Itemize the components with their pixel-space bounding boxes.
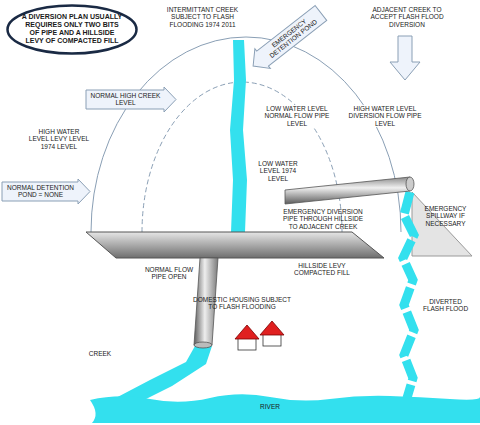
node-text: EMERGENCY DETENTION POND <box>260 10 322 63</box>
node-text: A DIVERSION PLAN USUALLY REQUIRES ONLY T… <box>21 13 123 45</box>
diverted-flood-water <box>403 192 414 398</box>
house-body <box>263 334 281 346</box>
diversion-pipe <box>285 177 410 204</box>
spillway-triangle <box>412 192 472 256</box>
pointer-arrow: NORMAL HIGH CREEK LEVEL <box>86 90 176 109</box>
annotation-label: DIVERTED FLASH FLOOD <box>418 298 473 313</box>
annotation-label: HIGH WATER LEVEL LEVY LEVEL 1974 LEVEL <box>28 128 90 150</box>
river-water <box>90 394 480 423</box>
annotation-label: HILLSIDE LEVY COMPACTED FILL <box>292 262 352 277</box>
annotation-label: NORMAL FLOW PIPE OPEN <box>144 266 194 281</box>
arrow-outline <box>86 87 176 112</box>
node-text: NORMAL HIGH CREEK LEVEL <box>90 92 161 107</box>
annotation-label: CREEK <box>80 350 120 357</box>
annotation-label: EMERGENCY DIVERSION PIPE THROUGH HILLSID… <box>278 208 368 230</box>
annotation-label: LOW WATER LEVEL 1974 LEVEL <box>252 160 304 182</box>
levy-slab <box>86 232 384 258</box>
house-roof <box>260 321 284 335</box>
pointer-arrow: NORMAL DETENTION POND = NONE <box>2 182 90 201</box>
ellipse-outline <box>8 6 137 54</box>
pipe-end <box>406 177 414 191</box>
annotation-label: ADJACENT CREEK TO ACCEPT FLASH FLOOD DIV… <box>368 6 446 28</box>
node-text: NORMAL DETENTION POND = NONE <box>6 184 75 199</box>
annotation-label: DOMESTIC HOUSING SUBJECT TO FLASH FLOODI… <box>192 296 292 311</box>
creek-water <box>110 346 212 401</box>
arrow-outline <box>245 3 328 76</box>
annotation-label: HIGH WATER LEVEL DIVERSION FLOW PIPE LEV… <box>345 105 425 127</box>
house-body <box>238 338 256 350</box>
house-roof <box>235 325 259 339</box>
note-ellipse: A DIVERSION PLAN USUALLY REQUIRES ONLY T… <box>6 4 138 55</box>
annotation-label: INTERMITTANT CREEK SUBJECT TO FLASH FLOO… <box>160 6 245 28</box>
annotation-label: LOW WATER LEVEL NORMAL FLOW PIPE LEVEL <box>262 105 332 127</box>
high-water-arc <box>91 37 401 232</box>
intermittent-creek <box>230 40 247 232</box>
houses <box>235 321 284 350</box>
annotation-label: RIVER <box>250 403 290 410</box>
pointer-arrow: EMERGENCY DETENTION POND <box>247 6 326 74</box>
arrow-outline <box>2 179 90 204</box>
pipe-outlet <box>194 342 212 348</box>
annotation-label: EMERGENCY SPILLWAY IF NECESSARY <box>418 205 473 227</box>
down-arrow <box>390 36 420 80</box>
